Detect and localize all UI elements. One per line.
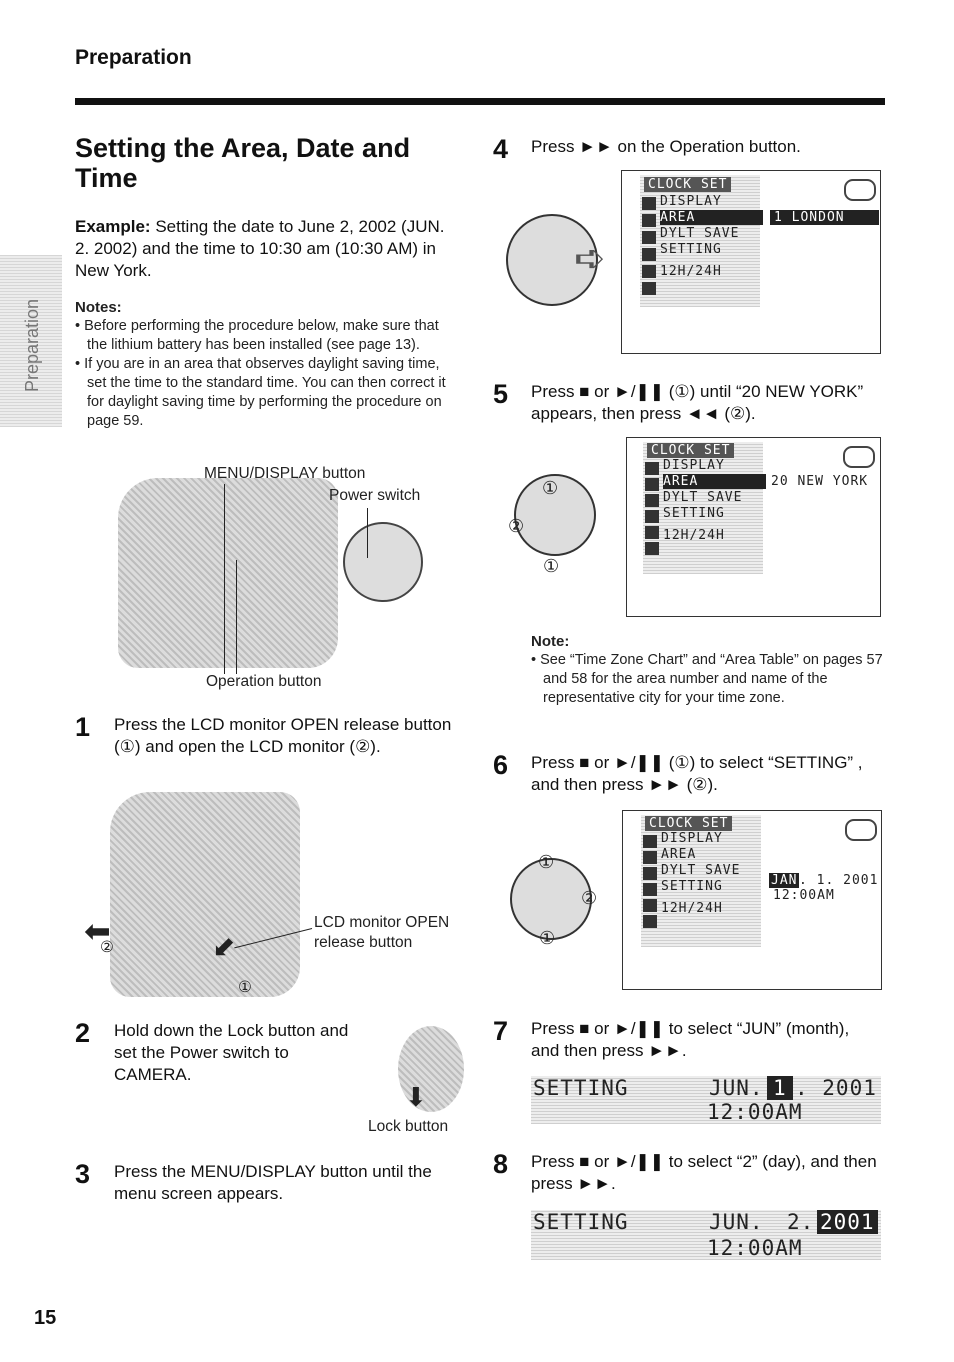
side-tab-label: Preparation (22, 298, 42, 392)
notes-title: Notes: (75, 299, 122, 316)
note-text: • See “Time Zone Chart” and “Area Table”… (531, 652, 883, 706)
step-text: Hold down the Lock button and set the Po… (114, 1021, 349, 1084)
operation-button-icon (506, 214, 598, 306)
step-number: 3 (75, 1159, 91, 1189)
lcd-icon (642, 265, 656, 278)
callout-2: ② (508, 516, 525, 536)
operation-button-icon (510, 858, 592, 940)
step-number: 7 (493, 1016, 509, 1046)
step-number: 2 (75, 1018, 91, 1048)
operation-button-icon (514, 474, 596, 556)
release-arrow-icon: ⬋ (212, 931, 236, 962)
step-text: Press ►► on the Operation button. (531, 137, 801, 156)
example-paragraph: Example: Setting the date to June 2, 200… (75, 216, 445, 282)
power-switch-zoom-icon (343, 522, 423, 602)
step-text: Press the MENU/DISPLAY button until the … (114, 1162, 432, 1203)
lock-button-illustration (398, 1026, 464, 1112)
tape-icon (844, 179, 876, 201)
camcorder-illustration (118, 478, 338, 668)
setting-strip-step8: SETTING JUN. 2. 2001 12:00AM (531, 1210, 881, 1260)
step-number: 6 (493, 750, 509, 780)
step-number: 8 (493, 1149, 509, 1179)
example-text: Setting the date to June 2, 2002 (JUN. 2… (75, 217, 445, 280)
page-number: 15 (34, 1307, 57, 1329)
callout-line (367, 508, 368, 558)
clock-icon (642, 282, 656, 295)
callout-2: ② (100, 939, 114, 956)
notes-block: Notes: • Before performing the procedure… (75, 298, 447, 431)
callout-line (236, 560, 237, 674)
callout-1: ① (539, 928, 556, 948)
callout-1: ① (542, 478, 559, 498)
right-arrow-icon: ➪ (574, 238, 606, 280)
note-step5: Note: • See “Time Zone Chart” and “Area … (531, 632, 885, 708)
step-text: Press ■ or ►/❚❚ to select “JUN” (month),… (531, 1019, 850, 1060)
camera-icon (642, 214, 656, 227)
section-title: Preparation (75, 46, 192, 69)
note-item: • Before performing the procedure below,… (75, 318, 439, 353)
lock-button-label: Lock button (368, 1118, 449, 1135)
step-number: 5 (493, 379, 509, 409)
open-arrow-icon: ⬅ (84, 913, 111, 949)
lcd-screen-step4: CLOCK SET DISPLAY AREA 1 LONDON DYLT SAV… (621, 170, 881, 354)
power-switch-label: Power switch (329, 487, 421, 504)
operation-button-label: Operation button (206, 673, 322, 690)
step-text: Press the LCD monitor OPEN release butto… (114, 715, 452, 756)
camcorder-lcd-illustration (110, 792, 300, 997)
example-label: Example: (75, 217, 151, 236)
callout-line (224, 484, 225, 674)
etc-icon (642, 248, 656, 261)
callout-1: ① (538, 852, 555, 872)
header-rule (75, 98, 885, 105)
page-title: Setting the Area, Date and Time (75, 133, 411, 193)
camera-icon (642, 197, 656, 210)
bulb-icon (642, 231, 656, 244)
step-text: Press ■ or ►/❚❚ to select “2” (day), and… (531, 1152, 877, 1193)
menu-display-label: MENU/DISPLAY button (204, 465, 366, 482)
note-item: • If you are in an area that observes da… (75, 356, 446, 429)
callout-1: ① (543, 556, 560, 576)
lcd-release-label: LCD monitor OPEN release button (314, 914, 450, 951)
note-title: Note: (531, 633, 570, 650)
setting-strip-step7: SETTING JUN. 1 . 2001 12:00AM (531, 1076, 881, 1124)
step-text: Press ■ or ►/❚❚ (①) until “20 NEW YORK” … (531, 382, 864, 423)
lcd-screen-step5: CLOCK SET DISPLAY AREA 20 NEW YORK DYLT … (626, 437, 881, 617)
callout-1: ① (238, 979, 252, 996)
step-number: 4 (493, 134, 509, 164)
step-number: 1 (75, 712, 91, 742)
step-text: Press ■ or ►/❚❚ (①) to select “SETTING” … (531, 753, 863, 794)
lcd-screen-step6: CLOCK SET DISPLAY AREA DYLT SAVE SETTING… (622, 810, 882, 990)
down-arrow-icon: ⬇ (405, 1082, 427, 1112)
callout-2: ② (581, 888, 598, 908)
side-tab (0, 255, 62, 427)
